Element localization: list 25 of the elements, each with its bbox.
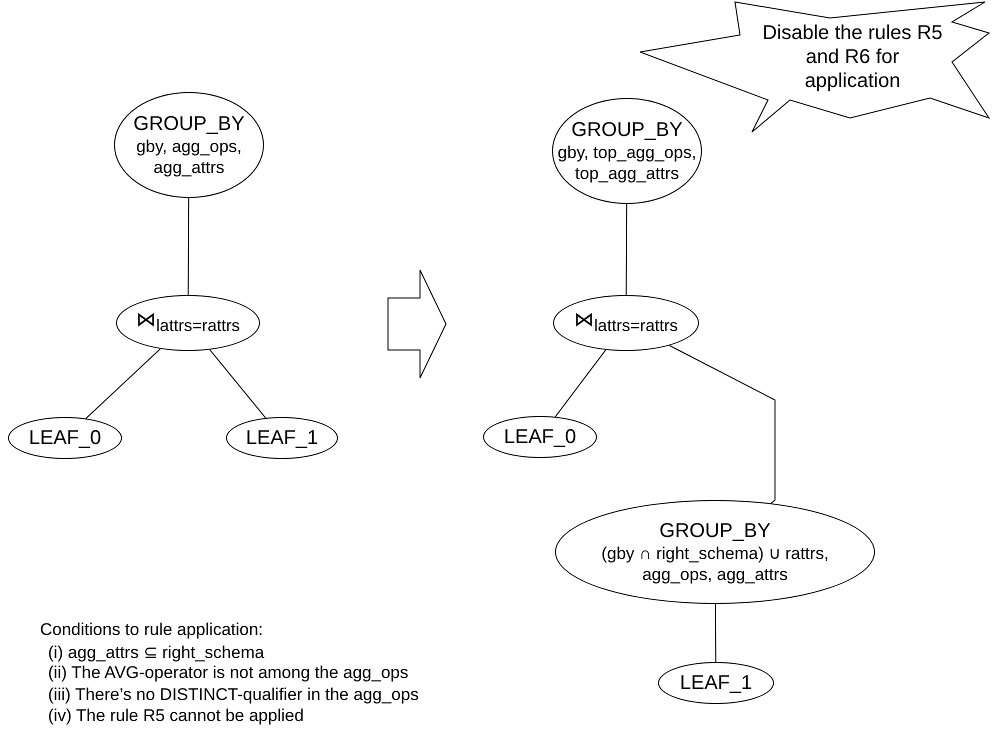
node-title: GROUP_BY [571, 118, 683, 142]
condition-text: (i) agg_attrs ⊆ right_schema [48, 642, 264, 662]
node-text: gby, agg_ops, agg_attrs [135, 136, 243, 178]
connector-line [626, 204, 628, 296]
node-text: ⋈$_{lattrs=rattrs}$ [574, 308, 678, 337]
condition-text: (iv) The rule R5 cannot be applied [48, 706, 304, 726]
node-title: GROUP_BY [133, 112, 245, 136]
node-text: (gby ∩ right_schema) ∪ rattrs, agg_ops, agg_attrs [600, 543, 830, 585]
connector-line [554, 349, 606, 418]
node-text: LEAF_0 [28, 426, 102, 450]
connector-line [714, 604, 716, 662]
connector-line [85, 348, 161, 419]
node-text: LEAF_1 [680, 671, 752, 695]
node-text: LEAF_0 [504, 425, 576, 449]
condition-text: (ii) The AVG-operator is not among the agg_ops [48, 663, 408, 683]
node-title: GROUP_BY [659, 519, 771, 543]
conditions-heading: Conditions to rule application: [40, 620, 264, 640]
node-text: gby, top_agg_ops, top_agg_attrs [556, 142, 698, 184]
connector-line [209, 349, 266, 418]
connector-line [669, 345, 776, 504]
connector-line [188, 198, 190, 296]
node-text: LEAF_1 [246, 426, 318, 450]
condition-text: (iii) There’s no DISTINCT-qualifier in the agg_ops [48, 684, 419, 704]
node-text: Disable the rules R5 and R6 for application [761, 20, 944, 92]
node-text: ⋈$_{lattrs=rattrs}$ [136, 308, 240, 337]
